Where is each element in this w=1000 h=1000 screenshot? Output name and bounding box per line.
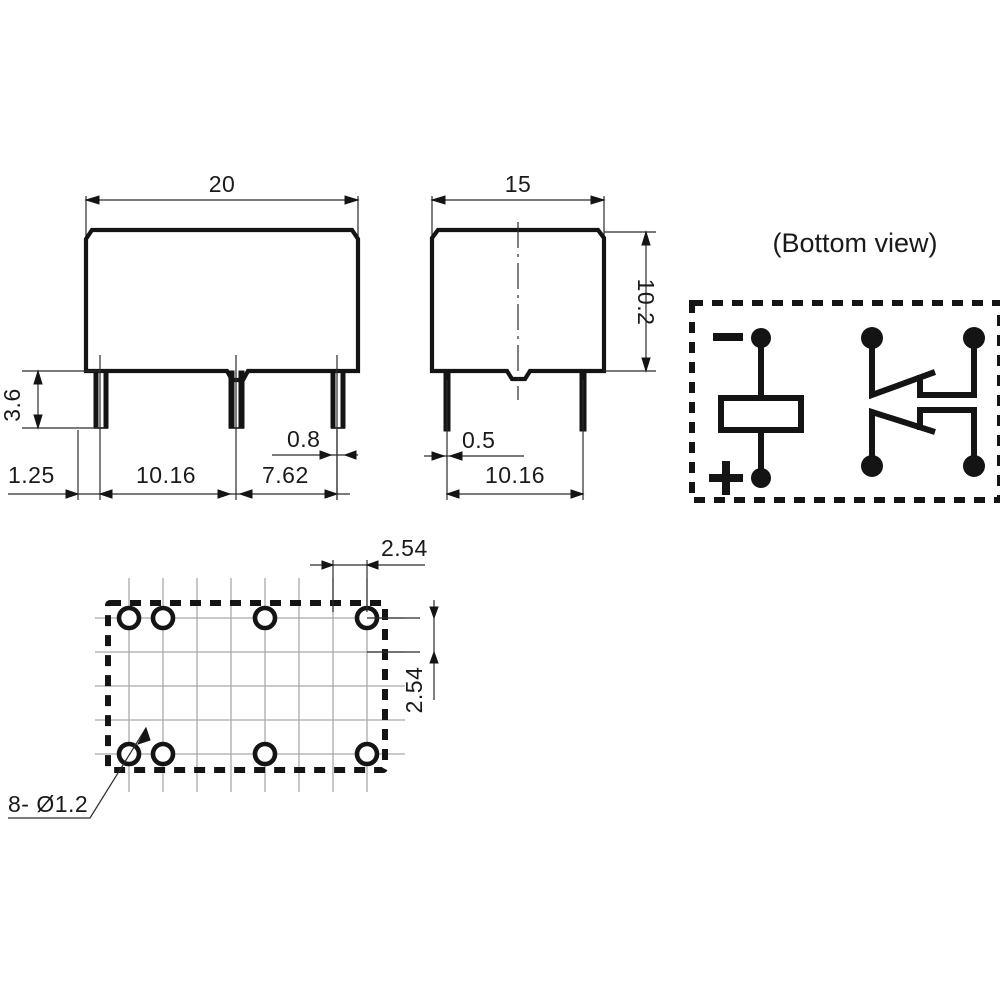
contact-symbol-lower: [861, 407, 985, 477]
pad-hole: [252, 605, 278, 631]
front-elevation-view: 3.6 0.8 1.25 1: [0, 171, 361, 500]
coil-body: [718, 395, 804, 433]
pad-hole: [150, 605, 176, 631]
front-overall-width-label: 20: [209, 171, 236, 197]
front-bottom-dimension-chain: 1.25 10.16 7.62: [8, 430, 350, 500]
footprint-pitch-y-label: 2.54: [401, 667, 427, 714]
relay-body-outline: [83, 227, 361, 383]
minus-sign-icon: [713, 333, 743, 341]
pcb-footprint-view: 2.54 2.54 8- Ø1.2: [8, 535, 439, 819]
side-lead-span-label: 10.16: [485, 462, 545, 488]
footprint-pitch-x-label: 2.54: [381, 535, 428, 561]
front-lead-thickness-dimension: 0.8: [272, 426, 358, 460]
side-pin-left: [443, 370, 451, 500]
coil-symbol: [709, 328, 804, 495]
footprint-pitch-x-dimension: 2.54: [310, 535, 428, 612]
front-pitch-2-label: 7.62: [262, 462, 309, 488]
bottom-view-title: (Bottom view): [772, 228, 937, 258]
side-body-height-dimension: 10.2: [604, 230, 659, 373]
side-lead-span-dimension: 10.16: [445, 462, 585, 499]
pad-hole: [354, 741, 380, 767]
side-lead-thickness-label: 0.5: [462, 427, 495, 453]
front-lead-thickness-label: 0.8: [287, 426, 320, 452]
front-pitch-1-label: 10.16: [136, 462, 196, 488]
pad-hole: [116, 741, 142, 767]
footprint-hole-note-label: 8- Ø1.2: [8, 791, 88, 817]
side-overall-width-label: 15: [505, 171, 532, 197]
front-left-offset-label: 1.25: [8, 462, 55, 488]
front-lead-height-label: 3.6: [0, 388, 25, 421]
front-pin-right: [330, 355, 346, 500]
bottom-view-schematic: (Bottom view): [689, 228, 1000, 503]
front-width-dimension: [84, 195, 360, 240]
front-pin-middle: [228, 355, 245, 500]
side-width-dimension: 15: [430, 171, 606, 238]
contact-symbol-upper: [861, 327, 985, 400]
pad-hole: [116, 605, 142, 631]
coil-minus-terminal: [751, 328, 771, 348]
side-lead-thickness-dimension: 0.5: [424, 427, 524, 461]
coil-plus-terminal: [751, 468, 771, 488]
side-pin-right: [579, 370, 587, 500]
front-lead-height-dimension: 3.6: [0, 369, 100, 430]
pad-hole: [150, 741, 176, 767]
side-elevation-view: 15 10.2: [424, 171, 659, 500]
footprint-pitch-y-dimension: 2.54: [367, 600, 439, 714]
footprint-holes-bottom: [116, 741, 380, 767]
side-body-height-label: 10.2: [633, 279, 659, 326]
footprint-hole-note: 8- Ø1.2: [8, 726, 151, 819]
pad-hole: [252, 741, 278, 767]
